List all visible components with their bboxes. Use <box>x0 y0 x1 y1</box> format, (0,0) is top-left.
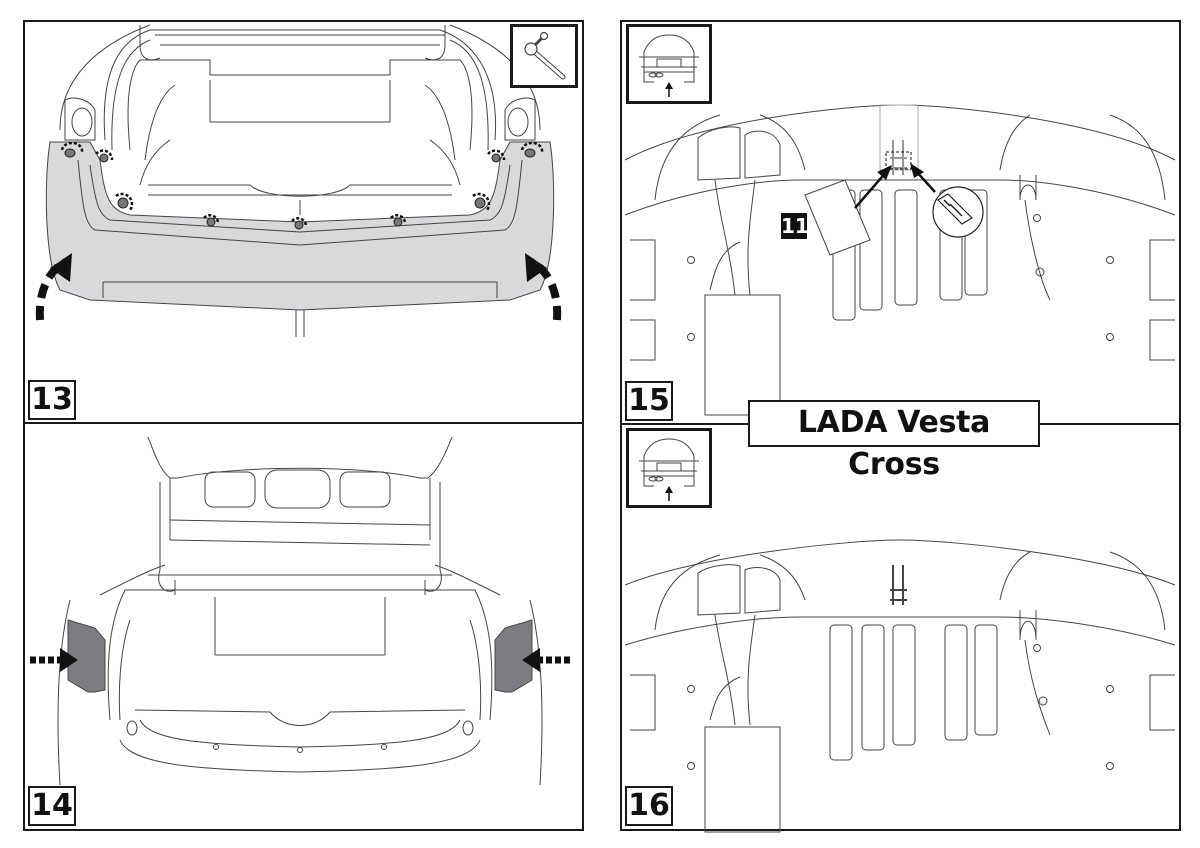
step15-underbody-drawing <box>624 104 1176 416</box>
step13-car-drawing <box>35 24 562 337</box>
car-rear-view-icon <box>639 34 699 97</box>
step-number-15: 15 <box>625 381 673 421</box>
step16-underbody-drawing <box>624 539 1176 833</box>
step14-car-drawing <box>30 436 570 786</box>
ratchet-wrench-icon <box>524 31 566 80</box>
document-title: LADA Vesta Cross <box>748 400 1040 482</box>
car-rear-view-inset-16 <box>626 428 712 508</box>
left-panel-divider <box>23 422 584 424</box>
car-rear-view-icon <box>639 438 699 501</box>
push-arrow-icon <box>30 648 570 672</box>
car-rear-view-inset-15 <box>626 24 712 104</box>
left-panel <box>23 20 584 831</box>
ratchet-wrench-inset <box>510 24 578 88</box>
step-number-14: 14 <box>28 786 76 826</box>
part-reference-tag: 11 <box>781 213 809 239</box>
lift-arrow-icon <box>35 253 562 321</box>
step-number-13: 13 <box>28 380 76 420</box>
step-number-16: 16 <box>625 786 673 826</box>
part-11-card <box>804 179 871 256</box>
